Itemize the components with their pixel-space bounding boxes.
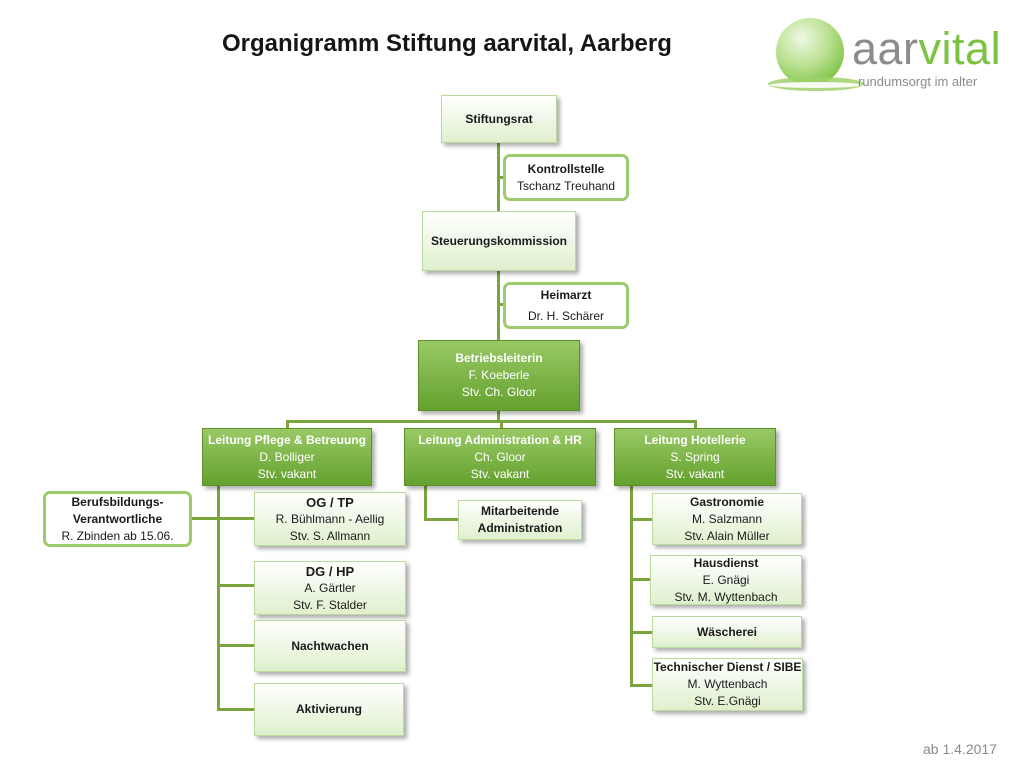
node-title: DG / HP [305,563,355,579]
logo-word-vital: vital [918,23,1002,74]
node-line: Stv. vakant [665,466,725,481]
connector-hotel-trunk [630,486,633,687]
node-hausdienst: Hausdienst E. Gnägi Stv. M. Wyttenbach [650,555,802,605]
node-aktivierung: Aktivierung [254,683,404,736]
connector-haus [630,578,650,581]
logo-wordmark: aarvital [852,26,1001,71]
node-title: OG / TP [306,494,354,510]
node-betriebsleiterin: Betriebsleiterin F. Koeberle Stv. Ch. Gl… [418,340,580,411]
connector-admin-up [500,420,503,428]
node-line: Ch. Gloor [474,449,526,464]
node-technischer-dienst: Technischer Dienst / SIBE M. Wyttenbach … [652,658,803,711]
node-title: Steuerungskommission [430,233,568,248]
node-title: Technischer Dienst / SIBE [653,660,802,674]
connector-betrieb-down [497,411,500,421]
logo-word-aar: aar [852,23,919,74]
footer-date: ab 1.4.2017 [923,741,997,757]
node-line: M. Wyttenbach [687,677,768,691]
node-line: Stv. Alain Müller [684,528,770,543]
logo-sphere-icon [768,18,864,91]
node-line: E. Gnägi [702,572,750,587]
connector-nacht [217,644,254,647]
node-mitarbeitende-administration: Mitarbeitende Administration [458,500,582,540]
node-title: Leitung Administration & HR [418,432,582,447]
node-og-tp: OG / TP R. Bühlmann - Aellig Stv. S. All… [254,492,406,546]
node-line: M. Salzmann [691,511,763,526]
connector-pflege-trunk [217,486,220,711]
node-title: Stiftungsrat [465,111,533,126]
node-title: Gastronomie [689,494,764,509]
connector-kontrollstelle [497,176,505,179]
connector-aktiv [217,708,254,711]
node-line: D. Bolliger [259,449,315,464]
node-line: Tschanz Treuhand [516,178,616,193]
node-stiftungsrat: Stiftungsrat [441,95,557,143]
node-line: A. Gärtler [304,580,356,595]
node-nachtwachen: Nachtwachen [254,620,406,672]
node-title: Berufsbildungs- [71,494,164,509]
connector-dg [217,584,254,587]
node-leitung-administration: Leitung Administration & HR Ch. Gloor St… [404,428,596,486]
node-title: Aktivierung [295,702,362,716]
node-leitung-pflege: Leitung Pflege & Betreuung D. Bolliger S… [202,428,372,486]
node-kontrollstelle: Kontrollstelle Tschanz Treuhand [503,154,629,201]
node-line: Stv. vakant [257,466,317,481]
node-line: Stv. Ch. Gloor [461,385,537,399]
node-line: Stv. M. Wyttenbach [674,589,778,604]
node-line: Stv. E.Gnägi [694,694,761,708]
node-title: Leitung Hotellerie [644,432,746,447]
connector-gastro [630,518,652,521]
node-line: Dr. H. Schärer [527,308,605,323]
node-line: F. Koeberle [468,368,530,382]
node-line: R. Zbinden ab 15.06. [61,528,174,543]
node-title: Leitung Pflege & Betreuung [207,432,366,447]
node-waescherei: Wäscherei [652,616,802,648]
node-gastronomie: Gastronomie M. Salzmann Stv. Alain Mülle… [652,493,802,545]
connector-og [217,517,254,520]
node-title: Hausdienst [693,555,759,570]
node-line: Stv. S. Allmann [289,528,371,543]
connector-mitarbeitende [424,518,458,521]
connector-pflege-up [286,420,289,428]
node-berufsbildung: Berufsbildungs- Verantwortliche R. Zbind… [43,491,192,547]
node-title: Heimarzt [540,287,592,302]
connector-technik [630,684,652,687]
connector-wasch [630,631,652,634]
node-line: Stv. vakant [470,466,530,481]
node-title: Betriebsleiterin [455,351,543,365]
node-leitung-hotellerie: Leitung Hotellerie S. Spring Stv. vakant [614,428,776,486]
node-dg-hp: DG / HP A. Gärtler Stv. F. Stalder [254,561,406,615]
node-steuerungskommission: Steuerungskommission [422,211,576,271]
node-heimarzt: Heimarzt Dr. H. Schärer [503,282,629,329]
node-title: Kontrollstelle [527,161,605,176]
node-title: Mitarbeitende [480,504,559,518]
connector-berufsbildung [190,517,220,520]
connector-heimarzt [497,303,505,306]
node-line: S. Spring [670,449,720,464]
node-title: Administration [477,521,563,535]
connector-admin-trunk [424,486,427,521]
connector-horizontal [286,420,696,423]
node-title: Nachtwachen [291,638,369,653]
node-title: Verantwortliche [72,511,163,526]
connector-hotel-up [694,420,697,428]
node-title: Wäscherei [696,624,758,639]
node-line: R. Bühlmann - Aellig [275,511,385,526]
page-title: Organigramm Stiftung aarvital, Aarberg [222,30,672,57]
node-line: Stv. F. Stalder [293,597,367,612]
logo-tagline: rundumsorgt im alter [858,74,978,89]
